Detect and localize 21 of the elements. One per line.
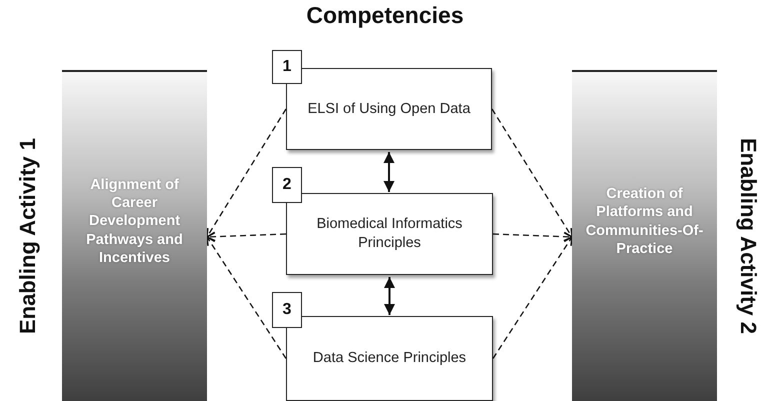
number-tag: 3 bbox=[272, 292, 302, 328]
dashed-arrow bbox=[206, 236, 287, 359]
dashed-arrow bbox=[492, 232, 573, 242]
competency-box bbox=[286, 316, 493, 401]
box-text: ELSI of Using Open Data bbox=[306, 100, 472, 118]
panel-text: Creation of Platforms and Communities-Of-Practice bbox=[586, 185, 704, 258]
diagram-title: Competencies bbox=[305, 2, 465, 29]
dashed-arrow bbox=[206, 232, 286, 242]
heading: Enabling Activity 2 bbox=[735, 138, 761, 334]
dashed-arrow bbox=[492, 236, 573, 359]
panel-text: Alignment of Career Development Pathways and Incentives bbox=[85, 176, 184, 267]
box-text: Data Science Principles bbox=[312, 349, 468, 368]
double-arrow bbox=[384, 152, 394, 192]
heading: Enabling Activity 1 bbox=[15, 138, 41, 334]
box-text: Biomedical Informatics Principles bbox=[316, 215, 464, 253]
number-tag: 2 bbox=[272, 167, 302, 203]
competency-box bbox=[286, 193, 493, 275]
dashed-arrow bbox=[491, 108, 573, 238]
double-arrow bbox=[384, 277, 395, 315]
number-tag: 1 bbox=[272, 50, 302, 84]
dashed-arrow bbox=[206, 108, 287, 238]
